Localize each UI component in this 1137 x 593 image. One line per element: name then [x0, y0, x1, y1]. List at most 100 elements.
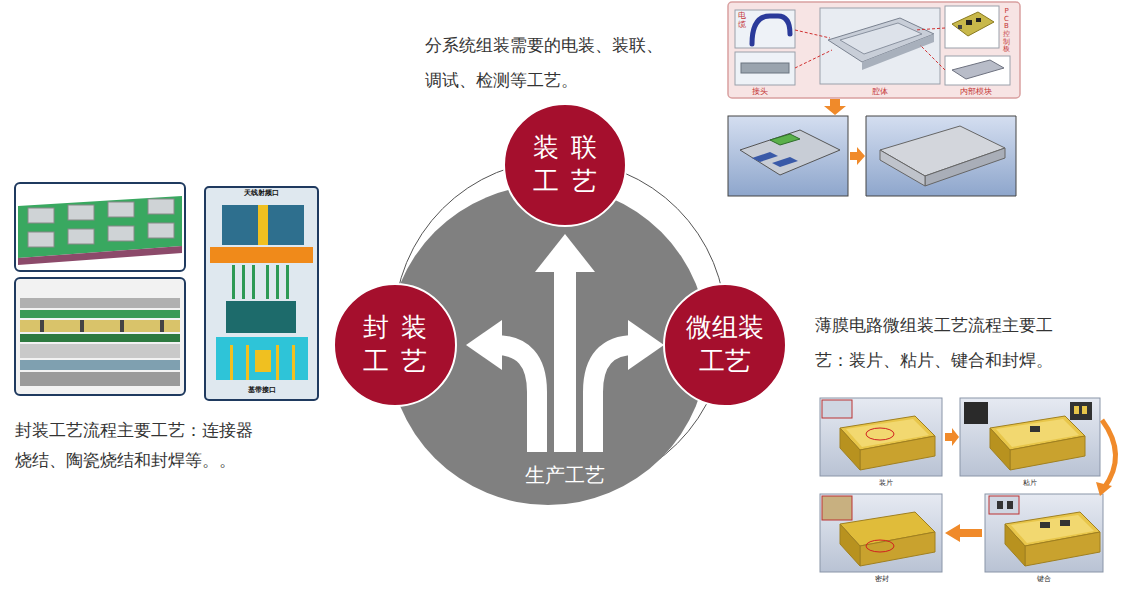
branch-arrow-stroke — [554, 268, 576, 452]
assembly-illustration-part — [952, 12, 994, 36]
microassembly-illustration-part-part — [1005, 524, 1025, 566]
step-name: 键合 — [1024, 575, 1064, 584]
package-illustration-part — [292, 345, 295, 380]
package-illustration-part — [242, 265, 245, 299]
package-illustration-part — [148, 199, 174, 214]
assembly-illustration-part — [770, 134, 800, 145]
package-illustration-part — [258, 205, 268, 245]
hub-disc — [388, 185, 708, 505]
microassembly-illustration-part-part — [822, 496, 852, 520]
microassembly-illustration-part-part — [1070, 402, 1092, 420]
package-illustration-part — [108, 226, 134, 241]
package-illustration-part — [255, 350, 271, 372]
part-name: 内部模块 — [960, 87, 992, 97]
circle-shape — [333, 283, 457, 407]
process-disc — [334, 284, 456, 406]
package-illustration-part — [216, 337, 308, 380]
microassembly-illustration — [820, 398, 1116, 572]
package-illustration-part — [226, 301, 296, 333]
package-illustration-part — [108, 202, 134, 217]
assembly-illustration-part — [752, 152, 778, 162]
package-illustration-part — [28, 208, 54, 223]
description-text: 分系统组装需要的电装、装联、 调试、检测等工艺。 — [425, 28, 677, 98]
microassembly-illustration-part-part — [840, 524, 860, 566]
port-name: 基带接口 — [205, 386, 318, 395]
description-text: 薄膜电路微组装工艺流程主要工 艺：装片、粘片、键合和封焊。 — [815, 308, 1067, 378]
process-circle: 封装 工艺 — [333, 283, 457, 407]
package-illustration-part — [18, 246, 182, 265]
part-name: 电缆 — [738, 12, 746, 30]
branch-arrow — [466, 234, 664, 452]
assembly-illustration-part — [820, 8, 940, 84]
assembly-illustration-part — [728, 2, 1020, 98]
assembly-illustration-part — [728, 116, 848, 196]
assembly-illustration-part — [741, 63, 789, 73]
hub-title: 生产工艺 — [525, 462, 605, 488]
assembly-illustration-part — [945, 6, 999, 48]
assembly-illustration-part — [966, 20, 972, 25]
package-illustration-part — [160, 320, 164, 332]
process-title: 微组装 工艺 — [683, 311, 767, 379]
microassembly-illustration-part-part — [1082, 406, 1087, 414]
package-illustration-part — [230, 345, 233, 380]
microassembly-illustration-part-part — [1007, 501, 1013, 509]
package-illustration-part — [148, 223, 174, 238]
process-disc — [504, 104, 626, 226]
branch-arrow-head — [628, 320, 664, 370]
text-holder: 微组装 工艺 — [663, 283, 787, 407]
microassembly-illustration-part — [1102, 420, 1116, 488]
package-illustration-part — [276, 345, 279, 380]
microassembly-illustration-part — [945, 428, 959, 446]
microassembly-illustration-part — [945, 524, 982, 542]
process-title: 装联 工艺 — [519, 131, 611, 199]
microassembly-illustration-part-part — [860, 532, 935, 566]
assembly-illustration-part — [915, 28, 945, 30]
package-illustration-part — [20, 298, 180, 308]
port-name: 天线射频口 — [205, 189, 318, 198]
microassembly-illustration-part — [822, 400, 935, 470]
microassembly-illustration-part — [820, 398, 942, 476]
package-illustration-part — [20, 344, 180, 358]
package-illustration-part — [28, 232, 54, 247]
microassembly-illustration-part-part — [1074, 406, 1079, 414]
assembly-illustration-part — [945, 56, 1010, 85]
step-name: 装片 — [866, 479, 906, 488]
package-illustration-part — [120, 320, 124, 332]
package-illustration-part — [232, 265, 235, 299]
assembly-illustration-part — [795, 30, 830, 38]
circle-shape — [503, 103, 627, 227]
assembly-illustration-part — [925, 148, 1005, 186]
package-illustration-part — [222, 205, 304, 245]
microassembly-illustration-part-part — [990, 428, 1010, 470]
branch-arrow-head — [466, 320, 502, 370]
assembly-illustration-part — [866, 116, 1016, 196]
package-illustration-part — [246, 345, 249, 380]
package-illustration-part — [252, 265, 255, 299]
microassembly-illustration-part-part — [1060, 520, 1070, 526]
assembly-illustration-part — [920, 45, 945, 70]
microassembly-illustration-part-part — [1025, 532, 1100, 566]
assembly-illustration-part — [880, 150, 925, 186]
assembly-illustration-part — [735, 52, 795, 85]
microassembly-illustration-part-part — [840, 428, 860, 470]
package-illustration-part — [286, 265, 289, 299]
package-illustration-part — [80, 320, 84, 332]
package-illustration-part — [40, 320, 44, 332]
assembly-illustration-part — [958, 25, 962, 29]
microassembly-illustration-part — [964, 402, 1092, 470]
assembly-illustration-part — [952, 60, 1004, 79]
package-illustration-part — [15, 278, 185, 395]
package-illustration-part — [276, 265, 279, 299]
process-disc — [664, 284, 786, 406]
branch-arrow-head — [535, 234, 595, 272]
step-name: 粘片 — [1010, 479, 1050, 488]
assembly-illustration-part — [752, 16, 790, 44]
microassembly-illustration-part-part — [866, 428, 894, 440]
assembly-illustration-part — [850, 147, 865, 165]
process-circle: 微组装 工艺 — [663, 283, 787, 407]
package-illustration-part — [20, 310, 180, 318]
process-circle: 装联 工艺 — [503, 103, 627, 227]
description-text: 封装工艺流程主要工艺：连接器 烧结、陶瓷烧结和封焊等。。 — [15, 415, 267, 475]
assembly-illustration-part — [740, 130, 840, 175]
